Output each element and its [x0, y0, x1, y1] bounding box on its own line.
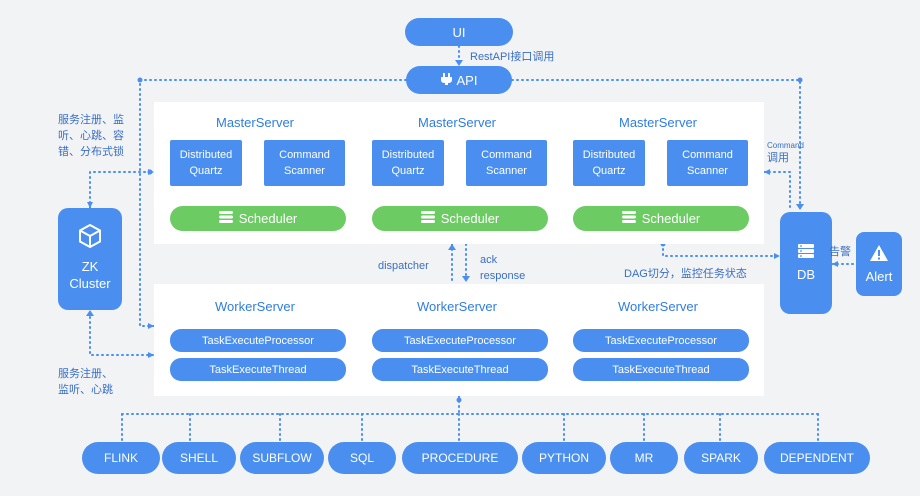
master-title: MasterServer: [417, 115, 497, 130]
task-type-spark: SPARK: [684, 442, 758, 474]
ui-node: UI: [405, 18, 513, 46]
ack-line: ack: [480, 254, 498, 266]
server-icon: [780, 244, 832, 261]
task-execute-processor: TaskExecuteProcessor: [372, 329, 548, 352]
zk-top-note-line: 服务注册、监: [58, 114, 124, 126]
distributed-quartz-box: Distributed Quartz: [372, 140, 444, 186]
task-type-sql: SQL: [328, 442, 396, 474]
gaojing-note: 告警: [829, 246, 851, 258]
master-title: MasterServer: [215, 115, 295, 130]
scheduler-label: Scheduler: [641, 211, 701, 226]
zk-line2: Cluster: [69, 276, 111, 291]
zk-bottom-note-line: 监听、心跳: [58, 384, 113, 396]
api-label: API: [456, 72, 478, 88]
task-type-dependent: DEPENDENT: [764, 442, 870, 474]
db-node: DB: [780, 212, 832, 314]
scheduler-label: Scheduler: [440, 211, 500, 226]
ui-label: UI: [452, 24, 466, 40]
worker-title: WorkerServer: [215, 299, 295, 314]
restapi-note: RestAPI接口调用: [470, 51, 555, 63]
ack-note: ack response: [480, 252, 525, 284]
master-title: MasterServer: [618, 115, 698, 130]
command-scanner-box: Command Scanner: [667, 140, 748, 186]
dag-note: DAG切分，监控任务状态: [624, 268, 747, 280]
task-type-python: PYTHON: [522, 442, 606, 474]
db-label: DB: [796, 267, 816, 282]
task-execute-processor: TaskExecuteProcessor: [170, 329, 346, 352]
command-note: Command: [767, 141, 804, 150]
dispatcher-note: dispatcher: [378, 260, 429, 272]
task-execute-processor: TaskExecuteProcessor: [573, 329, 749, 352]
scheduler-label: Scheduler: [238, 211, 298, 226]
task-type-shell: SHELL: [162, 442, 236, 474]
alert-node: Alert: [856, 232, 902, 296]
task-type-procedure: PROCEDURE: [402, 442, 518, 474]
distributed-quartz-box: Distributed Quartz: [573, 140, 645, 186]
task-type-subflow: SUBFLOW: [240, 442, 324, 474]
scheduler-pill: Scheduler: [573, 206, 749, 231]
scheduler-pill: Scheduler: [372, 206, 548, 231]
distributed-quartz-box: Distributed Quartz: [170, 140, 242, 186]
zk-top-note-line: 错、分布式锁: [58, 146, 124, 158]
alert-label: Alert: [865, 269, 893, 284]
task-execute-thread: TaskExecuteThread: [573, 358, 749, 381]
api-node: API: [406, 66, 512, 94]
zk-bottom-note: 服务注册、 监听、心跳: [58, 366, 113, 398]
scheduler-pill: Scheduler: [170, 206, 346, 231]
task-execute-thread: TaskExecuteThread: [372, 358, 548, 381]
zk-line1: ZK: [81, 259, 99, 274]
database-icon: [621, 211, 636, 226]
task-type-flink: FLINK: [82, 442, 160, 474]
command-scanner-box: Command Scanner: [264, 140, 345, 186]
warning-icon: [856, 244, 902, 265]
zk-bottom-note-line: 服务注册、: [58, 368, 113, 380]
worker-title: WorkerServer: [618, 299, 698, 314]
ack-line: response: [480, 270, 526, 282]
zk-cluster-node: ZK Cluster: [58, 208, 122, 310]
zk-top-note: 服务注册、监 听、心跳、容 错、分布式锁: [58, 112, 124, 160]
worker-title: WorkerServer: [417, 299, 497, 314]
zk-top-note-line: 听、心跳、容: [58, 130, 124, 142]
diaoyong-note: 调用: [767, 152, 789, 164]
task-type-mr: MR: [610, 442, 678, 474]
database-icon: [420, 211, 435, 226]
task-execute-thread: TaskExecuteThread: [170, 358, 346, 381]
api-icon: [440, 72, 452, 88]
cube-icon: [58, 223, 122, 251]
database-icon: [218, 211, 233, 226]
command-scanner-box: Command Scanner: [466, 140, 547, 186]
